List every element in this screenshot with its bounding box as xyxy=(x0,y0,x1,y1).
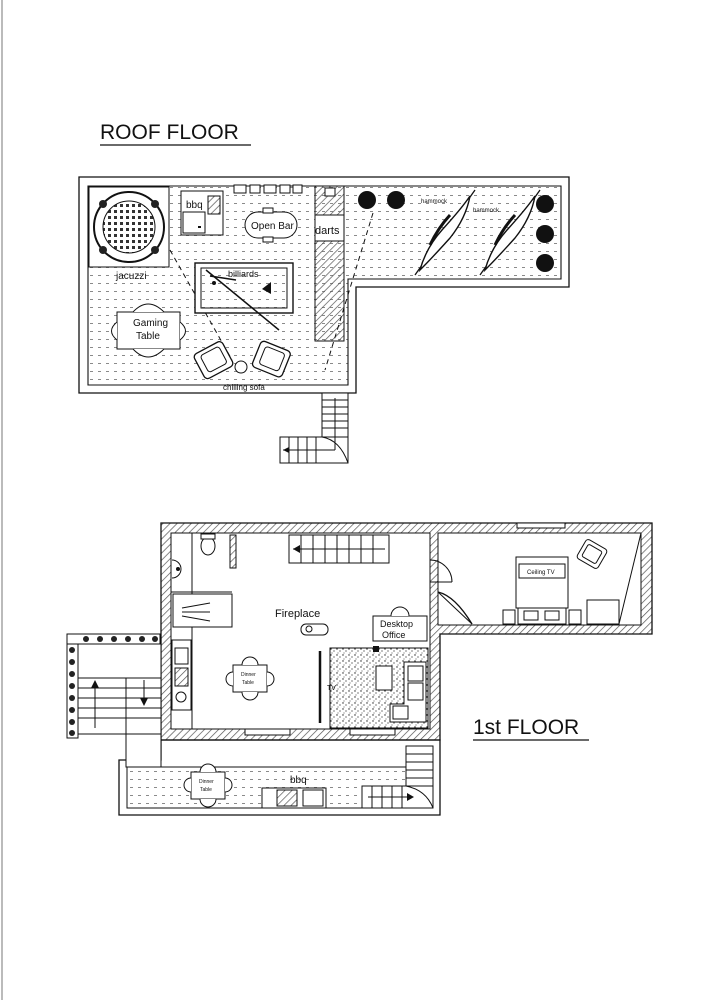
hammock-icon xyxy=(479,189,541,276)
terrace-dinner-table-label: Dinner xyxy=(199,779,214,785)
gaming-table-label: Gaming xyxy=(133,318,168,329)
window xyxy=(516,522,566,529)
door-swing xyxy=(429,559,453,583)
kitchen-counter-icon xyxy=(171,639,192,711)
hammock-icon xyxy=(414,189,476,276)
shower-icon xyxy=(172,593,233,628)
toilet-icon xyxy=(200,533,216,556)
roof-bbq-label: bbq xyxy=(186,200,203,211)
desktop-office-icon xyxy=(372,606,428,642)
open-bar-label: Open Bar xyxy=(251,221,294,232)
armchair-icon xyxy=(576,539,608,569)
first-floor-title: 1st FLOOR xyxy=(473,716,579,739)
bar-stools-icon xyxy=(233,184,303,194)
roof-floor: ROOF FLOOR jacuzzi bbq xyxy=(78,121,570,464)
side-garden-wall xyxy=(66,633,161,739)
fireplace-label: Fireplace xyxy=(275,608,320,620)
terrace-stairs-icon xyxy=(361,745,434,809)
desktop-office-label: Desktop xyxy=(380,619,413,629)
jacuzzi-icon xyxy=(88,186,170,268)
terrace-bbq-icon xyxy=(261,787,327,809)
desktop-office-label: Office xyxy=(382,630,405,640)
bedroom-door-swing xyxy=(437,591,473,625)
jacuzzi-label: jacuzzi xyxy=(115,271,147,282)
tv-label: TV xyxy=(327,685,336,692)
roof-outline-outer xyxy=(78,176,570,394)
terrace-dinner-table-icon xyxy=(183,763,233,808)
dashed-line xyxy=(324,212,374,371)
internal-stairs-icon xyxy=(288,534,390,564)
terrace-landing xyxy=(125,733,162,768)
open-bar-icon xyxy=(244,207,298,243)
dresser-icon xyxy=(586,599,620,625)
terrace-bbq-label: bbq xyxy=(290,775,307,786)
window xyxy=(349,728,396,736)
sink-icon xyxy=(171,559,182,579)
dinner-table-label: Table xyxy=(242,680,254,686)
wardrobe-diagonal xyxy=(618,532,642,625)
dinner-table-label: Dinner xyxy=(241,672,256,678)
first-floor: 1st FLOOR xyxy=(66,522,653,816)
darts-label: darts xyxy=(315,225,340,237)
terrace-dinner-table-label: Table xyxy=(200,787,212,793)
hammock-label: hammock xyxy=(421,199,448,205)
gaming-table-label: Table xyxy=(136,331,160,342)
darts-stairwell xyxy=(314,185,345,342)
roof-stairs-icon xyxy=(279,392,349,464)
lounge-area xyxy=(329,646,429,729)
plant-icon xyxy=(358,191,554,272)
bedroom-door-leaf xyxy=(437,591,473,625)
roof-bbq-icon xyxy=(180,190,224,236)
chilling-sofa-icon xyxy=(193,340,291,380)
ceiling-tv-label: Ceiling TV xyxy=(527,570,555,576)
external-stairs-icon xyxy=(77,643,162,735)
dinner-table-icon xyxy=(225,656,275,701)
gaming-table-icon xyxy=(111,303,186,358)
towel-rack xyxy=(229,534,237,569)
hammock-label: hammock xyxy=(473,208,500,214)
ceiling-tv-icon xyxy=(518,563,566,579)
billiards-table-icon xyxy=(194,262,294,331)
window xyxy=(244,728,291,736)
chilling-sofa-label: chilling sofa xyxy=(223,383,265,392)
roof-floor-title: ROOF FLOOR xyxy=(100,121,239,144)
billiards-label: billiards xyxy=(228,269,259,279)
fireplace-icon xyxy=(300,623,329,636)
